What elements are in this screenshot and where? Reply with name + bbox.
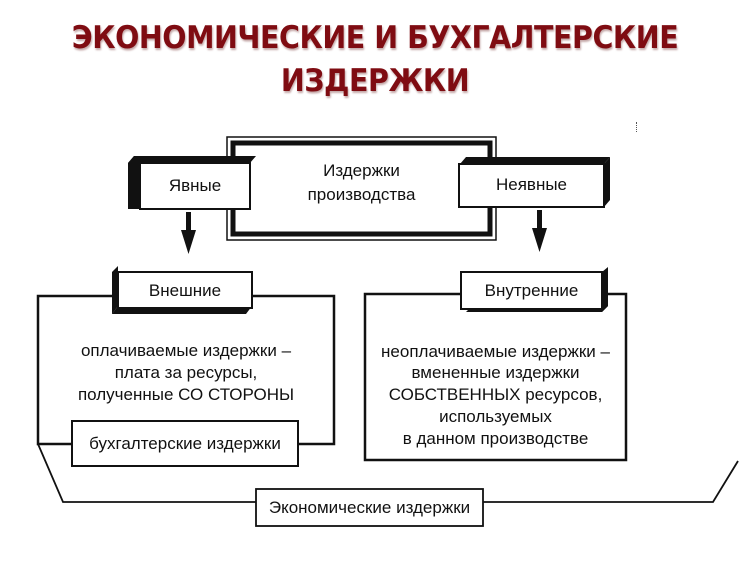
center-box-frame: [226, 136, 497, 241]
internal-description-line: вмененные издержки: [411, 363, 580, 382]
accounting-box-frame: [71, 420, 299, 467]
accounting-box-label: бухгалтерские издержки: [89, 434, 281, 453]
internal-description-line: неоплачиваемые издержки –: [381, 342, 610, 361]
external-description-line: плата за ресурсы,: [114, 363, 258, 382]
internal-description-line: СОБСТВЕННЫХ ресурсов,: [388, 385, 603, 404]
economic-box-label: Экономические издержки: [268, 498, 471, 517]
explicit-box-frame: [128, 156, 256, 210]
external-container-frame: [36, 294, 336, 446]
economic-box-frame: [255, 488, 484, 527]
external-box-frame: [112, 266, 253, 314]
external-box-label: Внешние: [148, 281, 222, 300]
implicit-box-label: Неявные: [495, 175, 568, 194]
arrow-down-icon: [532, 210, 547, 252]
internal-description-line: в данном производстве: [402, 429, 589, 448]
internal-description-line: используемых: [439, 407, 552, 426]
implicit-box-frame: [458, 157, 610, 208]
center-box-line-2: производства: [307, 185, 416, 204]
internal-box-frame: [460, 267, 608, 312]
page-title-line-1: ЭКОНОМИЧЕСКИЕ И БУХГАЛТЕРСКИЕ: [71, 20, 679, 56]
center-box-line-1: Издержки: [323, 161, 400, 180]
stray-mark: [636, 122, 639, 132]
external-description-line: оплачиваемые издержки –: [80, 341, 292, 360]
page-title-line-2: ИЗДЕРЖКИ: [280, 63, 470, 99]
internal-container-frame: [363, 292, 628, 462]
arrow-down-icon: [181, 212, 196, 254]
explicit-box-label: Явные: [168, 176, 222, 195]
economic-bracket-lines: [37, 443, 739, 503]
internal-box-label: Внутренние: [484, 281, 579, 300]
external-description-line: полученные СО СТОРОНЫ: [77, 385, 295, 404]
